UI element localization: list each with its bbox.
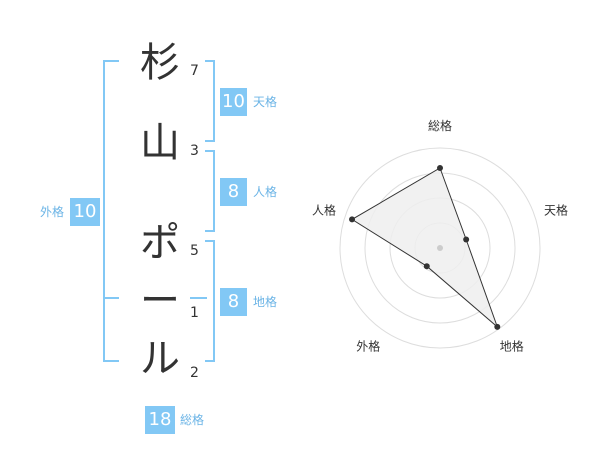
jinkaku-value: 8 (220, 178, 247, 206)
radar-point (349, 216, 356, 223)
stroke-count-2: 3 (190, 143, 199, 159)
radar-axis-label: 総格 (428, 118, 452, 133)
radar-center-dot (437, 245, 443, 251)
radar-axis-label: 地格 (500, 339, 524, 354)
name-char-5: ル (140, 336, 180, 382)
tenkaku-value: 10 (220, 88, 247, 116)
stroke-count-3: 5 (190, 243, 199, 259)
chikaku-bracket-tick (190, 297, 207, 299)
radar-point (494, 323, 501, 330)
gaikaku-bracket (103, 60, 119, 362)
tenkaku-bracket (205, 60, 215, 142)
gaikaku-bracket-tick (105, 297, 119, 299)
radar-axis-label: 人格 (312, 202, 336, 217)
radar-point (463, 236, 470, 243)
name-char-1: 杉 (140, 40, 180, 86)
chikaku-bracket (205, 240, 215, 362)
radar-axis-label: 外格 (356, 339, 380, 354)
stroke-count-5: 2 (190, 365, 199, 381)
name-char-2: 山 (140, 120, 180, 166)
jinkaku-bracket (205, 150, 215, 232)
radar-polygon (351, 167, 499, 329)
tenkaku-label: 天格 (253, 95, 278, 109)
radar-axis-label: 天格 (544, 202, 568, 217)
radar-point (423, 263, 430, 270)
soukaku-label: 総格 (180, 413, 205, 427)
name-char-4: ー (140, 278, 180, 324)
soukaku-value: 18 (145, 406, 175, 434)
stroke-count-4: 1 (190, 305, 199, 321)
radar-point (437, 165, 443, 171)
name-char-3: ポ (140, 220, 180, 266)
radar-ring (339, 147, 541, 349)
chikaku-value: 8 (220, 288, 247, 316)
gaikaku-label: 外格 (40, 205, 65, 219)
jinkaku-label: 人格 (253, 185, 278, 199)
stroke-count-1: 7 (190, 63, 199, 79)
gaikaku-value: 10 (70, 198, 100, 226)
chikaku-label: 地格 (253, 295, 278, 309)
